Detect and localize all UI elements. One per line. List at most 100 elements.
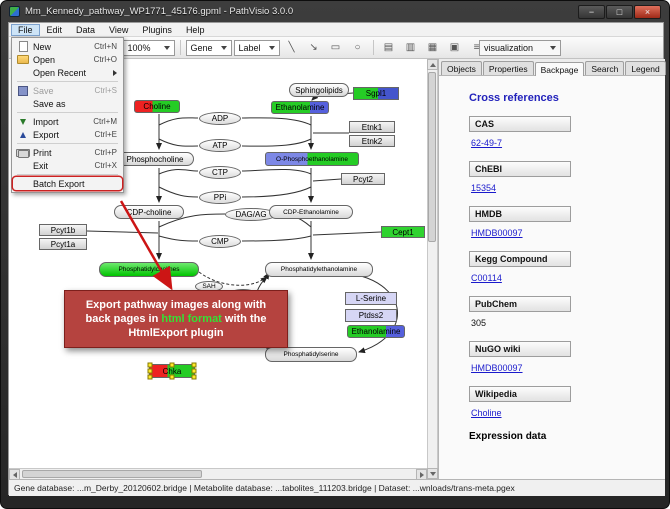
backpage-link[interactable]: Choline	[471, 408, 502, 418]
node-phosphocholine[interactable]: Phosphocholine	[116, 152, 194, 166]
scroll-down-button[interactable]	[427, 468, 438, 479]
backpage-heading: Cross references	[469, 92, 559, 104]
datanode-combo-value: Gene	[190, 42, 213, 53]
node-choline-top[interactable]: Choline	[134, 100, 180, 113]
file-menu-item-label: Import	[33, 116, 59, 127]
node-etnk1[interactable]: Etnk1	[349, 121, 395, 133]
selection-handle[interactable]	[191, 374, 197, 380]
datanode-combo[interactable]: Gene	[185, 39, 232, 56]
zoom-combo[interactable]: 100%	[122, 39, 175, 56]
node-phosphatidylcholines[interactable]: Phosphatidylcholines	[99, 262, 199, 277]
backpage-link[interactable]: 15354	[471, 183, 497, 193]
rect-tool-button[interactable]: ▭	[326, 39, 346, 57]
tab-search[interactable]: Search	[585, 61, 625, 75]
menu-view[interactable]: View	[109, 24, 129, 35]
backpage-link[interactable]: C00114	[471, 273, 502, 283]
tab-backpage[interactable]: Backpage	[534, 62, 585, 76]
scroll-up-button[interactable]	[427, 59, 438, 70]
node-chka[interactable]: Chka	[147, 362, 197, 380]
callout-segment: Export pathway images along with back pa…	[85, 298, 267, 325]
selection-handle[interactable]	[147, 374, 153, 380]
node-l-serine[interactable]: L-Serine	[345, 292, 397, 305]
selection-handle[interactable]	[169, 362, 175, 368]
node-adp[interactable]: ADP	[199, 112, 241, 125]
vertical-scroll-thumb[interactable]	[428, 72, 436, 242]
node-phosphatidylserine[interactable]: Phosphatidylserine	[265, 347, 357, 362]
selection-handle[interactable]	[169, 374, 175, 380]
triangle-down-icon	[429, 471, 436, 476]
node-phosphatidylethanolamine[interactable]: Phosphatidylethanolamine	[265, 262, 373, 277]
visualization-combo[interactable]: visualization	[479, 40, 561, 56]
selection-handle[interactable]	[191, 362, 197, 368]
oval-tool-button[interactable]: ○	[348, 39, 368, 57]
file-menu-item-save-as[interactable]: Save as	[13, 97, 122, 110]
node-o-phosphoethanolamine[interactable]: O-Phosphoethanolamine	[265, 152, 359, 166]
close-button[interactable]: ×	[634, 4, 661, 19]
node-pcyt2[interactable]: Pcyt2	[341, 173, 385, 185]
export-icon	[16, 132, 30, 138]
node-cmp[interactable]: CMP	[199, 235, 241, 248]
statusbar: Gene database: ...m_Derby_20120602.bridg…	[9, 479, 665, 496]
arrow-tool-button[interactable]: ↘	[304, 39, 324, 57]
menu-edit[interactable]: Edit	[46, 24, 63, 35]
stack-button[interactable]: ▣	[445, 39, 465, 57]
backpage-section-header: ChEBI	[469, 161, 571, 177]
tab-legend[interactable]: Legend	[625, 61, 666, 75]
file-menu-item-label: New	[33, 41, 52, 52]
node-ppi[interactable]: PPi	[199, 191, 241, 204]
node-sgpl1[interactable]: Sgpl1	[353, 87, 399, 100]
menu-help[interactable]: Help	[185, 24, 205, 35]
node-sphingolipids[interactable]: Sphingolipids	[289, 83, 349, 97]
callout-text: Export pathway images along with back pa…	[75, 298, 277, 341]
menu-data[interactable]: Data	[76, 24, 96, 35]
node-pcyt1b[interactable]: Pcyt1b	[39, 224, 87, 236]
maximize-button[interactable]: □	[606, 4, 633, 19]
align-horizontal-button[interactable]: ▤	[379, 39, 399, 57]
tab-properties[interactable]: Properties	[482, 61, 534, 75]
titlebar[interactable]: Mm_Kennedy_pathway_WP1771_45176.gpml - P…	[1, 1, 669, 22]
vertical-scrollbar[interactable]	[427, 59, 438, 479]
selection-handle[interactable]	[191, 368, 197, 374]
match-size-button[interactable]: ≡	[467, 39, 487, 57]
minimize-button[interactable]: −	[578, 4, 605, 19]
file-menu-item-label: Export	[33, 129, 60, 140]
align-vertical-button[interactable]: ▥	[401, 39, 421, 57]
selection-handle[interactable]	[147, 368, 153, 374]
node-ethanolamine-lower[interactable]: Ethanolamine	[347, 325, 405, 338]
node-cept1[interactable]: Cept1	[381, 226, 425, 238]
menu-file[interactable]: File	[11, 23, 40, 36]
selection-handle[interactable]	[147, 362, 153, 368]
line-tool-button[interactable]: ╲	[282, 39, 302, 57]
label-combo[interactable]: Label	[233, 39, 280, 56]
file-menu-item-batch-export[interactable]: Batch Export	[13, 177, 122, 190]
chevron-down-icon	[268, 45, 275, 50]
menu-plugins[interactable]: Plugins	[142, 24, 172, 35]
backpage-link[interactable]: HMDB00097	[471, 363, 523, 373]
horizontal-scroll-thumb[interactable]	[22, 470, 202, 478]
node-ethanolamine-top[interactable]: Ethanolamine	[271, 101, 329, 114]
distribute-button[interactable]: ▦	[423, 39, 443, 57]
node-pcyt1a[interactable]: Pcyt1a	[39, 238, 87, 250]
horizontal-scrollbar[interactable]	[9, 468, 427, 480]
node-atp[interactable]: ATP	[199, 139, 241, 152]
backpage-link[interactable]: 62-49-7	[471, 138, 503, 148]
file-menu-item-open-recent[interactable]: Open Recent	[13, 66, 122, 79]
pathway-canvas[interactable]: Export pathway images along with back pa…	[9, 59, 427, 468]
node-etnk2[interactable]: Etnk2	[349, 135, 395, 147]
node-ptdss2[interactable]: Ptdss2	[345, 309, 397, 322]
tab-objects[interactable]: Objects	[441, 61, 482, 75]
node-cdp-ethanolamine[interactable]: CDP-Ethanolamine	[269, 205, 353, 219]
node-cdp-choline[interactable]: CDP-choline	[114, 205, 184, 219]
backpage-section-header: HMDB	[469, 206, 571, 222]
menu-separator	[17, 112, 118, 113]
node-ctp[interactable]: CTP	[199, 166, 241, 179]
backpage-link[interactable]: HMDB00097	[471, 228, 523, 238]
backpage-section-header: CAS	[469, 116, 571, 132]
